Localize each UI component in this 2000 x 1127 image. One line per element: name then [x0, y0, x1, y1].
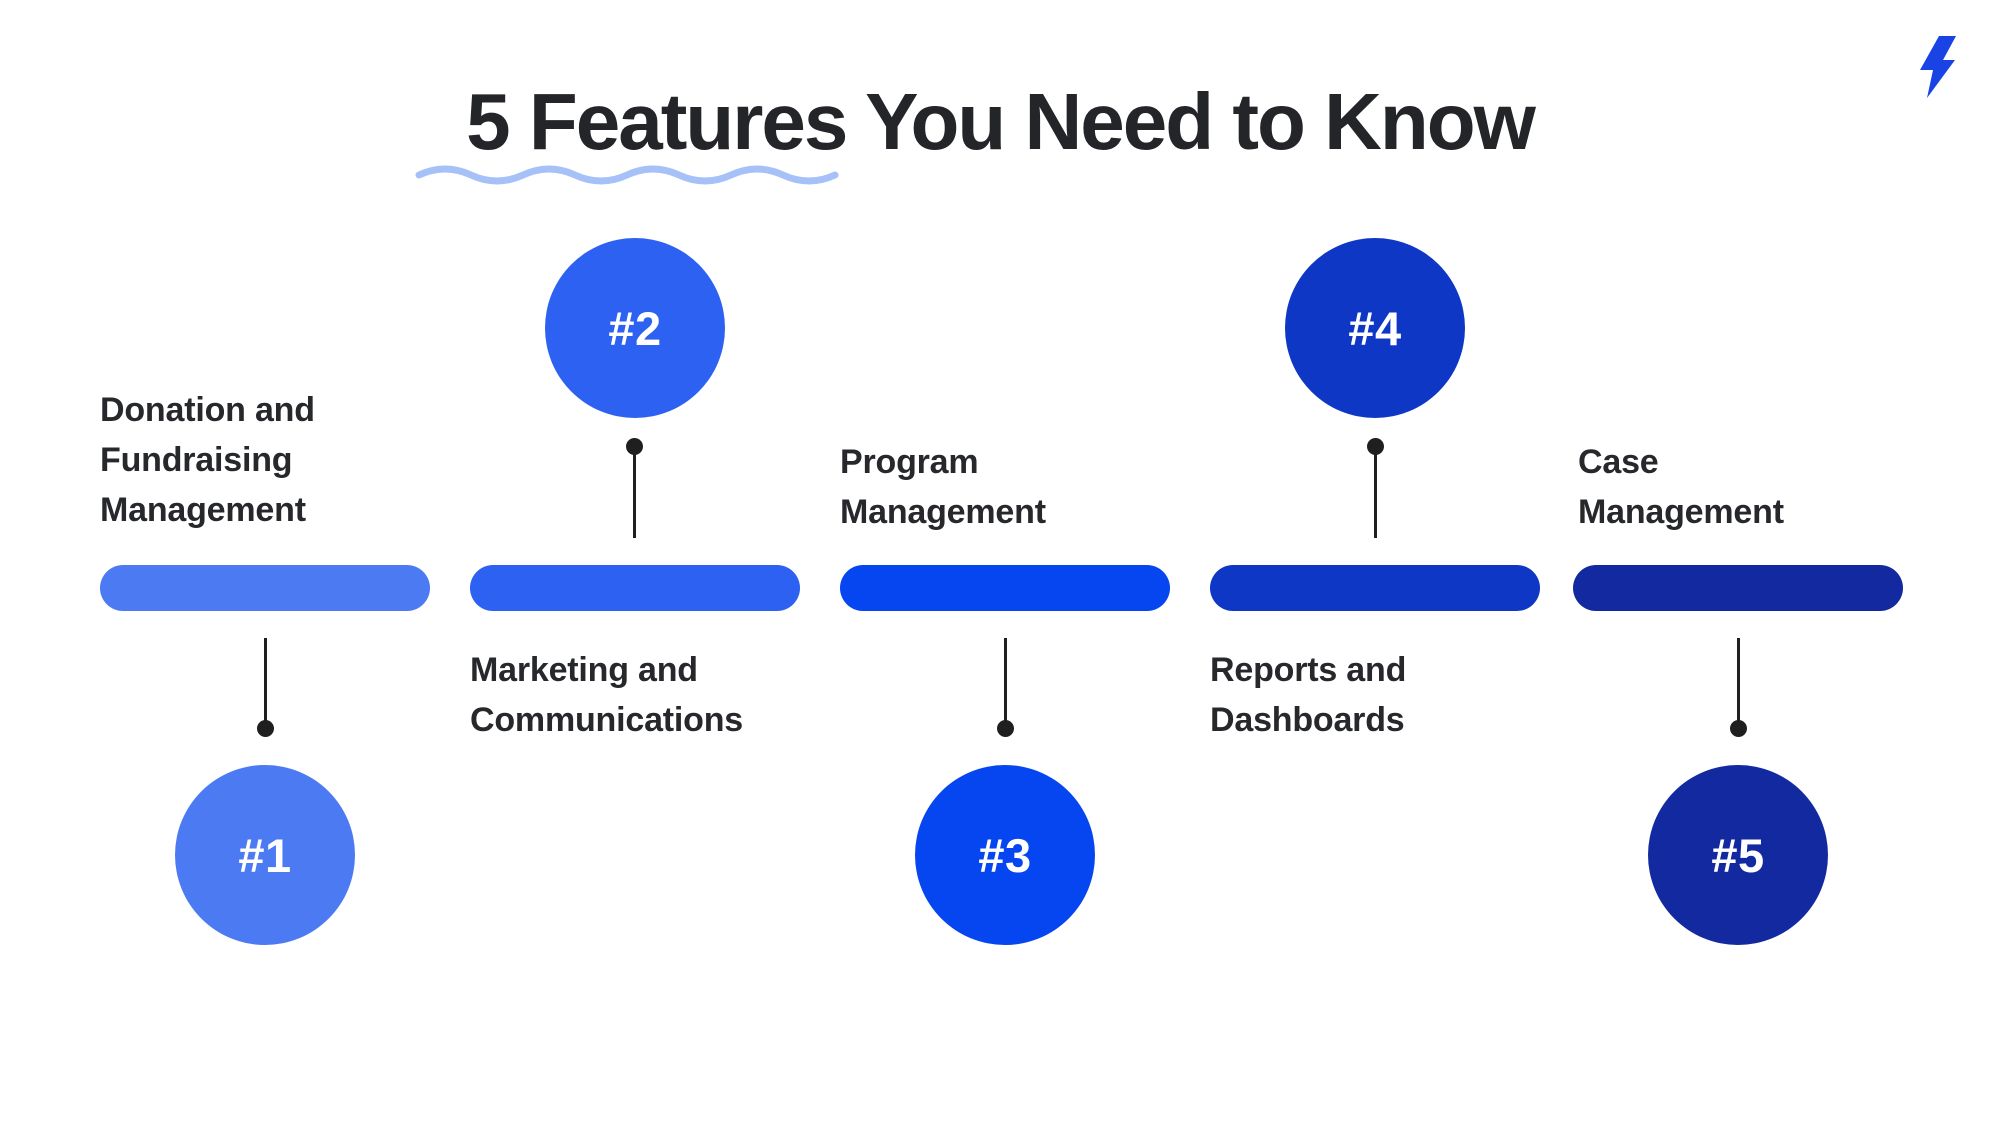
feature-5-connector-line — [1737, 638, 1740, 728]
feature-4-number: #4 — [1348, 301, 1402, 355]
lightning-bolt-shape — [1920, 36, 1956, 98]
feature-1-connector-dot — [257, 720, 274, 737]
wavy-underline-path — [415, 165, 839, 185]
feature-4-connector-line — [1374, 448, 1377, 538]
feature-5-number: #5 — [1711, 828, 1765, 882]
feature-2-number: #2 — [608, 301, 662, 355]
lightning-bolt-icon — [1920, 36, 1956, 98]
feature-1-label: Donation and Fundraising Management — [100, 391, 315, 529]
feature-3-number-circle: #3 — [915, 765, 1095, 945]
feature-3-connector-line — [1004, 638, 1007, 728]
feature-1-bar-segment — [100, 565, 430, 611]
feature-1-number-circle: #1 — [175, 765, 355, 945]
feature-1-number: #1 — [238, 828, 292, 882]
feature-4-bar-segment — [1210, 565, 1540, 611]
feature-3-connector-dot — [997, 720, 1014, 737]
feature-1-connector-line — [264, 638, 267, 728]
feature-5-connector-dot — [1730, 720, 1747, 737]
feature-2-label: Marketing and Communications — [470, 651, 744, 739]
feature-5-number-circle: #5 — [1648, 765, 1828, 945]
feature-4-connector-dot — [1367, 438, 1384, 455]
feature-5-bar-segment — [1573, 565, 1903, 611]
page-title: 5 Features You Need to Know — [466, 77, 1536, 166]
feature-5-label: Case Management — [1578, 443, 1784, 531]
feature-4-number-circle: #4 — [1285, 238, 1465, 418]
feature-4-label: Reports and Dashboards — [1210, 651, 1407, 739]
feature-2-connector-line — [633, 448, 636, 538]
feature-2-connector-dot — [626, 438, 643, 455]
feature-3-number: #3 — [978, 828, 1032, 882]
feature-2-number-circle: #2 — [545, 238, 725, 418]
feature-3-bar-segment — [840, 565, 1170, 611]
title-wavy-underline — [415, 165, 839, 185]
feature-3-label: Program Management — [840, 443, 1046, 531]
feature-2-bar-segment — [470, 565, 800, 611]
